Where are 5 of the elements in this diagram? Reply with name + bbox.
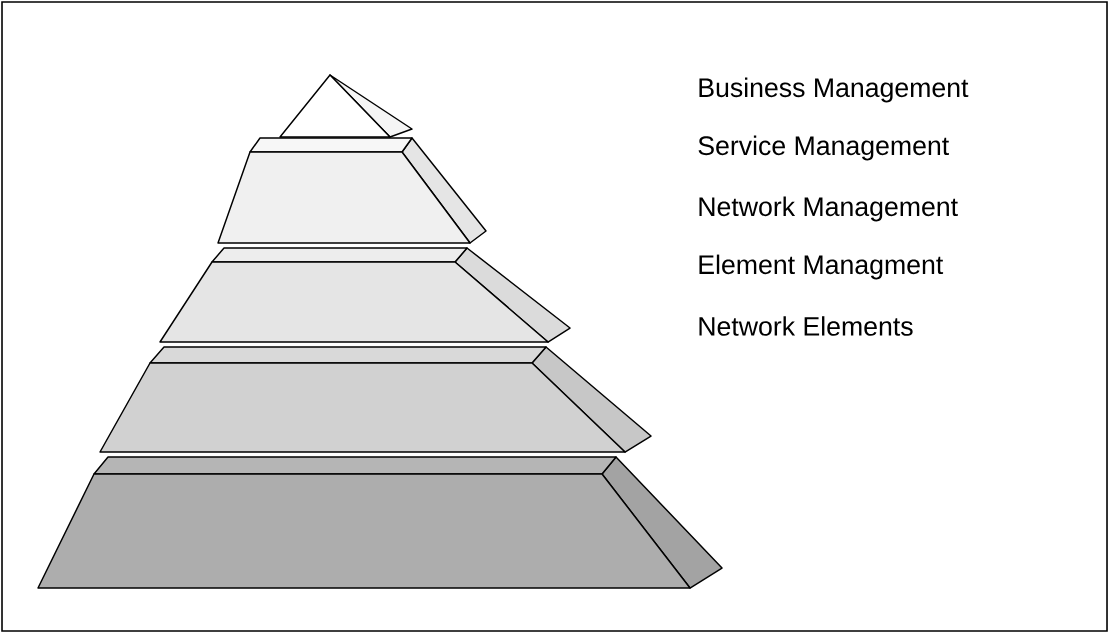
layer-label: Service Management [698,135,949,161]
layer-label: Network Elements [699,316,913,336]
layer-label: Element Managment [699,254,944,280]
layer-label: Business Management [699,77,969,103]
layer-label: Network Management [699,196,958,222]
